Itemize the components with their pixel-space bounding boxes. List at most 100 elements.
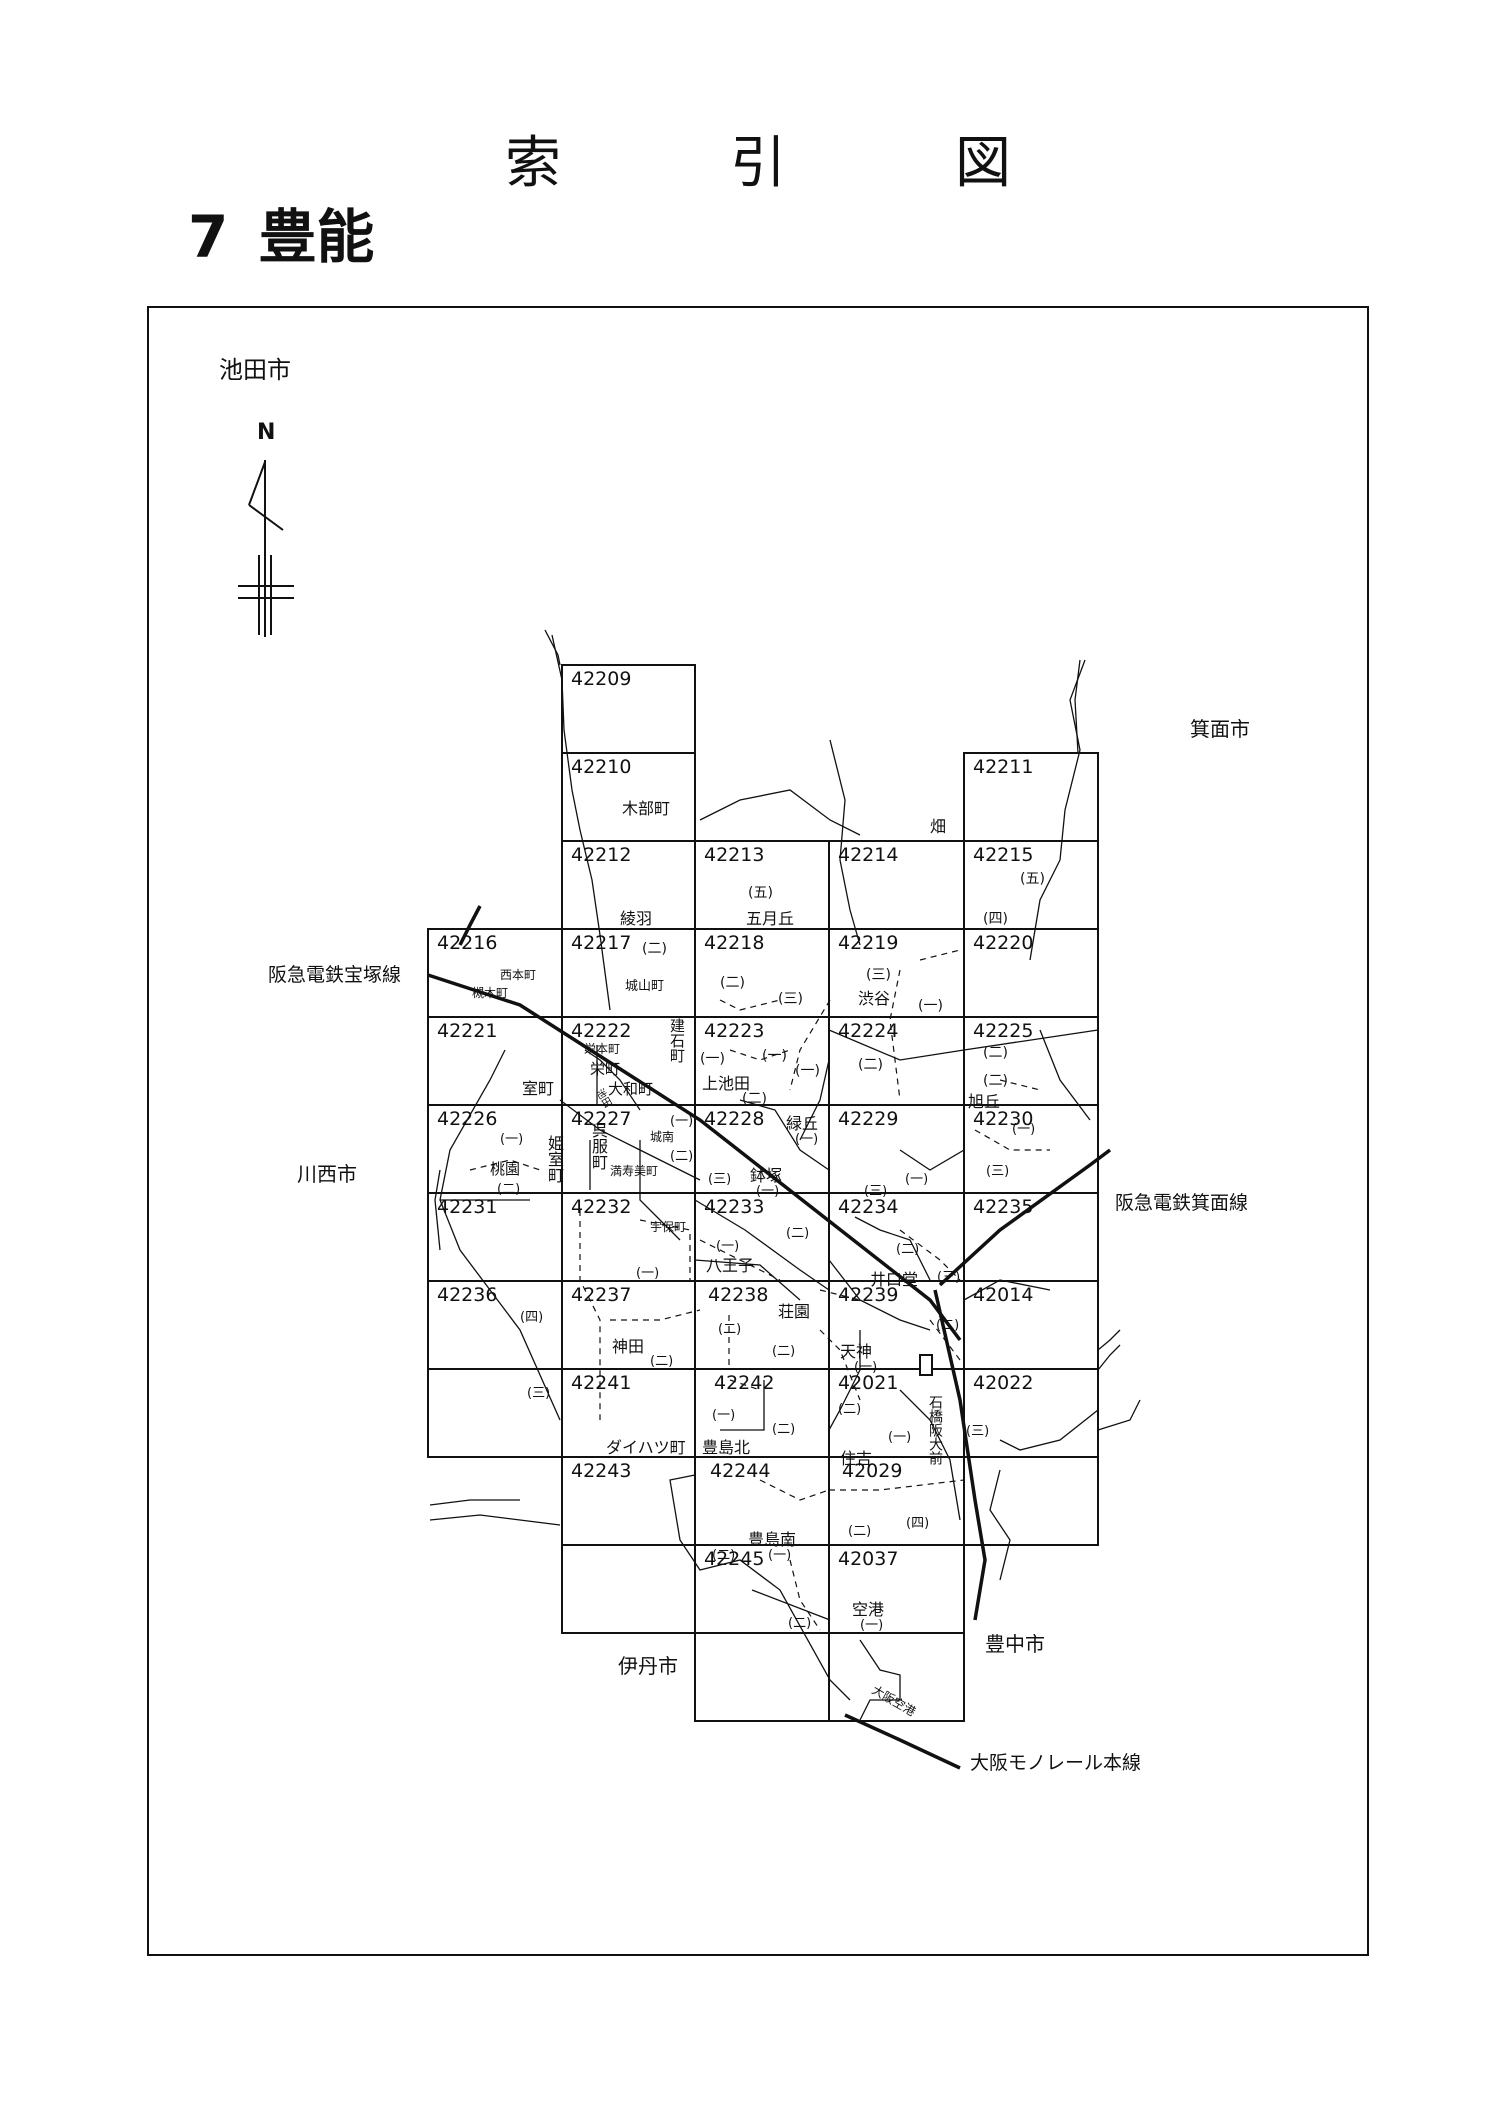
sheet-42215[interactable]: 42215 [973, 844, 1034, 866]
sheet-42211[interactable]: 42211 [973, 756, 1034, 778]
place-42228-c3: (三) [708, 1172, 732, 1187]
kawanishi-city-label: 川西市 [297, 1162, 357, 1186]
sheet-42220[interactable]: 42220 [973, 932, 1034, 954]
sheet-grid [427, 664, 1099, 1722]
sheet-42241[interactable]: 42241 [571, 1372, 632, 1394]
place-shoen: 荘園 [778, 1302, 811, 1321]
place-42238-c2a: (二) [718, 1322, 742, 1337]
place-42219-c3: (三) [866, 967, 891, 983]
place-jonan: 城南 [650, 1130, 675, 1144]
place-sakae: 栄町 [590, 1060, 621, 1078]
sheet-42218[interactable]: 42218 [704, 932, 765, 954]
place-42223-c2: (二) [742, 1091, 767, 1107]
sheet-42225[interactable]: 42225 [973, 1020, 1034, 1042]
place-42230-c3: (三) [986, 1164, 1010, 1179]
index-map-title: 索 引 図 [0, 118, 1500, 196]
place-42232-c1: (一) [636, 1266, 660, 1281]
sheet-42226[interactable]: 42226 [437, 1108, 498, 1130]
place-tateishi: 建石町 [668, 1018, 686, 1063]
place-42234-c3: (三) [937, 1270, 961, 1285]
place-42218-c3: (三) [778, 991, 803, 1007]
place-42225-c2b: (二) [983, 1073, 1008, 1089]
sheet-42217[interactable]: 42217 [571, 932, 632, 954]
place-satsukigaoka: 五月丘 [746, 909, 795, 928]
place-yamato: 大和町 [608, 1080, 654, 1098]
sheet-42236[interactable]: 42236 [437, 1284, 498, 1306]
place-toyoshimaminami: 豊島南 [748, 1530, 797, 1549]
sheet-42229[interactable]: 42229 [838, 1108, 899, 1130]
place-42229-c3: (三) [864, 1184, 888, 1199]
sheet-42216[interactable]: 42216 [437, 932, 498, 954]
place-42021-c1: (一) [888, 1430, 912, 1445]
place-mansumi: 満寿美町 [610, 1164, 659, 1178]
place-42225-c2a: (二) [983, 1045, 1008, 1061]
sheet-42214[interactable]: 42214 [838, 844, 899, 866]
place-42241-c3: (三) [527, 1386, 551, 1401]
sheet-42029[interactable]: 42029 [842, 1460, 903, 1482]
sheet-42221[interactable]: 42221 [437, 1020, 498, 1042]
place-hachizuka: 鉢塚 [750, 1166, 783, 1185]
toyonaka-city-label: 豊中市 [985, 1632, 1045, 1656]
sheet-42219[interactable]: 42219 [838, 932, 899, 954]
place-42237-c2: (二) [650, 1354, 674, 1369]
sheet-42231[interactable]: 42231 [437, 1196, 498, 1218]
sheet-42213[interactable]: 42213 [704, 844, 765, 866]
place-kibe: 木部町 [622, 799, 671, 818]
sheet-42244[interactable]: 42244 [710, 1460, 771, 1482]
place-momozono: 桃園 [490, 1160, 521, 1178]
place-42226-c1: (一) [500, 1132, 524, 1147]
ikeda-city-label: 池田市 [219, 356, 291, 384]
place-42014-c2: (二) [936, 1318, 960, 1333]
sheet-42210[interactable]: 42210 [571, 756, 632, 778]
sheet-42037[interactable]: 42037 [838, 1548, 899, 1570]
place-42242-c1: (一) [712, 1408, 736, 1423]
place-42233-c2: (二) [786, 1226, 810, 1241]
place-42215-c5: (五) [1020, 871, 1045, 887]
place-satsukigaoka-chome: (五) [748, 885, 773, 901]
place-jozan: 城山町 [625, 979, 665, 994]
place-42229-c1: (一) [905, 1172, 929, 1187]
sheet-42237[interactable]: 42237 [571, 1284, 632, 1306]
sheet-42021[interactable]: 42021 [838, 1372, 899, 1394]
place-42223-c1c: (一) [795, 1063, 820, 1079]
place-kamiikeda: 上池田 [702, 1074, 751, 1093]
sheet-42227[interactable]: 42227 [571, 1108, 632, 1130]
place-42244-c2: (二) [712, 1548, 736, 1563]
sheet-42209[interactable]: 42209 [571, 668, 632, 690]
sheet-42234[interactable]: 42234 [838, 1196, 899, 1218]
place-tenjin: 天神 [840, 1342, 873, 1361]
sheet-42212[interactable]: 42212 [571, 844, 632, 866]
place-42242-c2: (二) [772, 1422, 796, 1437]
monorail-label: 大阪モノレール本線 [970, 1752, 1142, 1774]
sheet-42235[interactable]: 42235 [973, 1196, 1034, 1218]
sheet-42222[interactable]: 42222 [571, 1020, 632, 1042]
sheet-42022[interactable]: 42022 [973, 1372, 1034, 1394]
place-42227-c1: (一) [670, 1114, 694, 1129]
place-42244-c1: (一) [768, 1548, 792, 1563]
place-42228-c1b: (一) [756, 1184, 780, 1199]
sheet-42014[interactable]: 42014 [973, 1284, 1034, 1306]
place-42021-c2: (二) [838, 1402, 862, 1417]
sheet-42230[interactable]: 42230 [973, 1108, 1034, 1130]
place-himemuro: 姫室町 [545, 1135, 564, 1183]
sheet-42239[interactable]: 42239 [838, 1284, 899, 1306]
place-muro: 室町 [522, 1079, 555, 1098]
itami-city-label: 伊丹市 [618, 1654, 678, 1678]
sheet-42228[interactable]: 42228 [704, 1108, 765, 1130]
sheet-42243[interactable]: 42243 [571, 1460, 632, 1482]
sheet-42233[interactable]: 42233 [704, 1196, 765, 1218]
place-42029-c4: (四) [906, 1516, 930, 1531]
sheet-42245[interactable]: 42245 [704, 1548, 765, 1570]
place-kurehatori: 呉服町 [589, 1122, 608, 1170]
place-hata: 畑 [930, 817, 947, 836]
sheet-42238[interactable]: 42238 [708, 1284, 769, 1306]
place-42233-c1: (一) [716, 1239, 740, 1254]
sheet-42223[interactable]: 42223 [704, 1020, 765, 1042]
sheet-42224[interactable]: 42224 [838, 1020, 899, 1042]
sheet-42232[interactable]: 42232 [571, 1196, 632, 1218]
sheet-42242[interactable]: 42242 [714, 1372, 775, 1394]
place-42227-c2: (二) [670, 1149, 694, 1164]
place-uyasu: 宇保町 [650, 1220, 687, 1234]
